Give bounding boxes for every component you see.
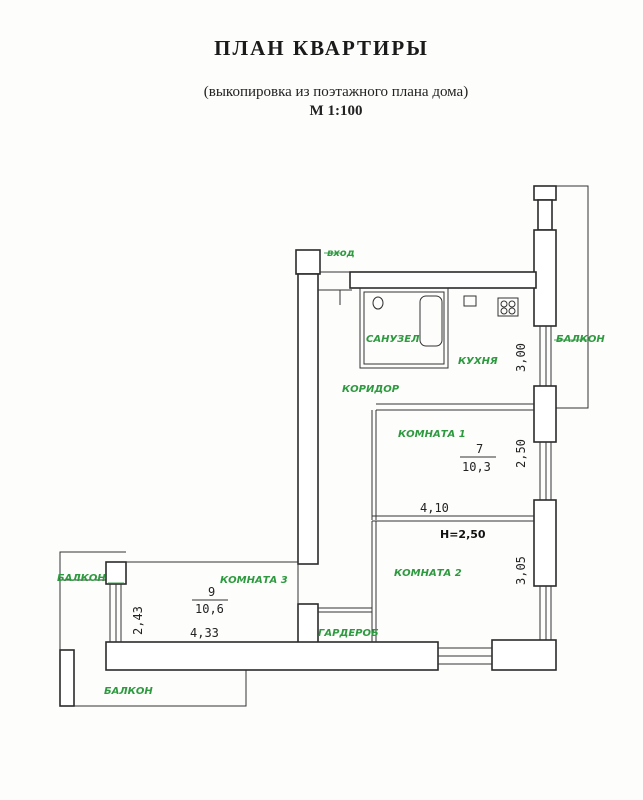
room2-label: КОМНАТА 2 [394,568,462,579]
balcony-right-label: БАЛКОН [556,334,605,345]
top-wall [295,249,537,289]
party-wall [297,273,352,645]
room1-label: КОМНАТА 1 [398,429,466,440]
balcony-bottom-label: БАЛКОН [104,686,153,697]
plan-subtitle: (выкопировка из поэтажного плана дома) [203,84,469,100]
room1-length-dim: 4,10 [420,501,449,515]
room3-length-dim: 4,33 [190,626,219,640]
bathroom-label: САНУЗЕЛ [366,334,420,345]
balcony-left-label: БАЛКОН [57,573,106,584]
plan-scale: М 1:100 [309,103,363,119]
entrance-label: вход [327,248,355,259]
kitchen-width-dim: 3,00 [514,343,528,372]
plan-title: ПЛАН КВАРТИРЫ [214,36,429,60]
corridor-label: КОРИДОР [342,384,400,395]
interior-partitions [318,287,534,642]
annotation-lines [108,252,590,584]
room1-width-dim: 2,50 [514,439,528,468]
room3-width-dim: 2,43 [131,606,145,635]
room3-area: 10,6 [195,602,224,616]
bottom-wall [105,641,492,671]
room1-area: 10,3 [462,460,491,474]
balcony-post [59,649,75,707]
room1-number: 7 [476,442,483,456]
right-exterior-wall [491,185,557,671]
room2-width-dim: 3,05 [514,556,528,585]
kitchen-label: КУХНЯ [458,356,498,367]
ceiling-height-label: Н=2,50 [440,528,486,541]
room3-number: 9 [208,585,215,599]
room3-label: КОМНАТА 3 [220,575,288,586]
left-wall-room3 [105,561,299,642]
wardrobe-label: ГАРДЕРОБ [318,628,379,639]
